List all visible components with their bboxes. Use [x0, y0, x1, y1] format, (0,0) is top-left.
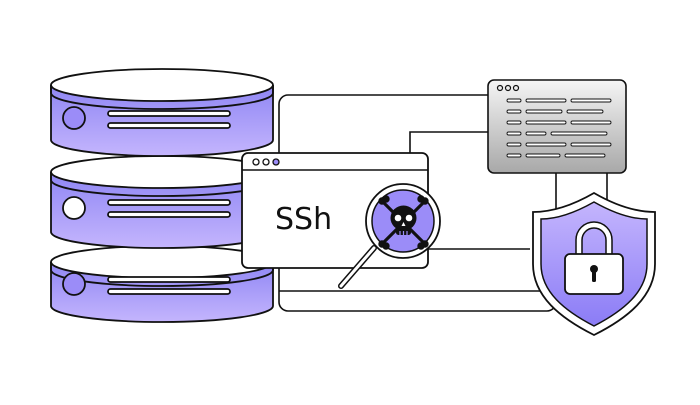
- database-icon: [50, 68, 274, 323]
- terminal-window-icon: [487, 79, 627, 174]
- database-disk-top: [50, 68, 274, 157]
- connector-lines: [409, 131, 608, 250]
- padlock-icon: [564, 221, 624, 295]
- skull-crossbones-icon: [378, 195, 429, 250]
- shield-lock-icon: [532, 191, 656, 337]
- window-dot-icon: [252, 158, 260, 166]
- window-dot-icon: [272, 158, 280, 166]
- database-disk-bottom: [50, 245, 274, 323]
- window-dot-icon: [262, 158, 270, 166]
- database-disk-middle: [50, 155, 274, 249]
- ssh-label: SSh: [275, 202, 332, 237]
